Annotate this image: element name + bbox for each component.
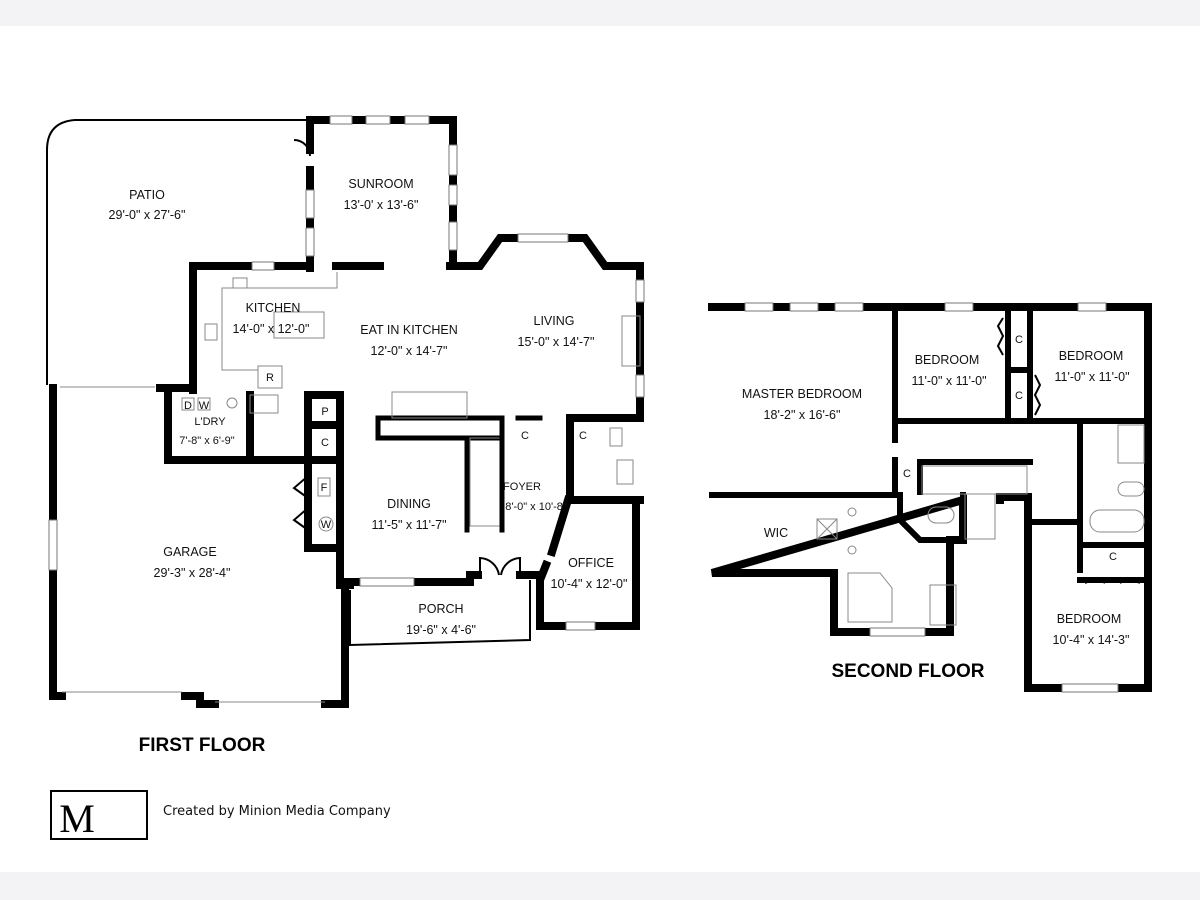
kitchen-island <box>273 311 325 339</box>
toilet-icon <box>1117 481 1145 497</box>
closet-label: C <box>579 430 587 442</box>
room-size-patio: 29'-0" x 27'-6" <box>109 208 186 222</box>
room-name-master-bedroom: MASTER BEDROOM <box>742 387 862 401</box>
room-size-bedroom: 11'-0" x 11'-0" <box>911 374 986 388</box>
room-name-kitchen: KITCHEN <box>246 301 301 315</box>
sunroom-walls <box>306 116 457 270</box>
room-size-eat-in-kitchen: 12'-0" x 14'-7" <box>371 344 448 358</box>
pantry-closet-walls <box>304 391 344 589</box>
room-name-eat-in-kitchen: EAT IN KITCHEN <box>360 323 457 337</box>
room-size-bedroom: 10'-4" x 14'-3" <box>1053 633 1130 647</box>
room-size-laundry: 7'-8" x 6'-9" <box>179 435 235 447</box>
room-size-garage: 29'-3" x 28'-4" <box>154 566 231 580</box>
company-logo <box>50 790 148 840</box>
room-name-patio: PATIO <box>129 188 165 202</box>
room-size-office: 10'-4" x 12'-0" <box>551 577 628 591</box>
washer-label: W <box>199 400 210 412</box>
room-name-bedroom: BEDROOM <box>1057 612 1122 626</box>
room-size-master-bedroom: 18'-2" x 16'-6" <box>764 408 841 422</box>
room-name-porch: PORCH <box>418 602 463 616</box>
toilet-icon <box>927 506 955 524</box>
room-size-living: 15'-0" x 14'-7" <box>518 335 595 349</box>
bifold-door <box>292 475 309 531</box>
floor-plan-drawing: R D W P C F W C C <box>46 115 1152 841</box>
room-name-wic: WIC <box>764 526 788 540</box>
room-name-office: OFFICE <box>568 556 614 570</box>
dryer-label: D <box>184 400 192 412</box>
second-floor-interior-walls <box>709 304 1151 583</box>
room-name-living: LIVING <box>534 314 575 328</box>
porch-outline <box>349 580 531 647</box>
room-size-dining: 11'-5" x 11'-7" <box>371 518 446 532</box>
closet-label: C <box>1015 334 1023 346</box>
front-door <box>479 556 521 576</box>
room-size-porch: 19'-6" x 4'-6" <box>406 623 476 637</box>
refrigerator <box>257 365 283 389</box>
room-name-bedroom: BEDROOM <box>915 353 980 367</box>
first-floor-title: FIRST FLOOR <box>139 735 266 756</box>
footer-credit: M Created by Minion Media Company <box>50 790 391 841</box>
room-name-dining: DINING <box>387 497 431 511</box>
attic-access-icon <box>816 518 838 540</box>
room-name-laundry: L'DRY <box>194 416 226 428</box>
second-floor-plan: C C C C MASTER BEDROOM 18'-2" x 16'-6" B… <box>708 302 1152 693</box>
closet-label: C <box>1015 390 1023 402</box>
laundry-sink-icon <box>226 397 238 409</box>
first-floor-plan: R D W P C F W C C <box>46 115 645 756</box>
closet-label: C <box>521 430 529 442</box>
bathtub-icon <box>1089 509 1145 533</box>
door-swing <box>293 139 311 157</box>
patio-outline <box>46 119 310 385</box>
staircase <box>375 415 505 441</box>
bifold-door <box>996 317 1042 416</box>
water-heater-label: W <box>321 519 332 531</box>
credit-text: Created by Minion Media Company <box>163 804 391 819</box>
closet-label: C <box>321 437 329 449</box>
room-name-bedroom: BEDROOM <box>1059 349 1124 363</box>
logo-letter: M <box>59 796 95 841</box>
bifold-door <box>1084 576 1141 584</box>
vanity-icon <box>1117 424 1145 464</box>
room-name-sunroom: SUNROOM <box>348 177 413 191</box>
room-name-garage: GARAGE <box>163 545 217 559</box>
pantry-label: P <box>321 406 328 418</box>
closet-label: C <box>1109 551 1117 563</box>
sink-icon <box>232 277 248 289</box>
cooktop-icon <box>204 323 218 341</box>
room-size-sunroom: 13'-0' x 13'-6" <box>344 198 419 212</box>
room-name-foyer: FOYER <box>503 481 541 493</box>
furnace-label: F <box>321 482 328 494</box>
upper-stair-run <box>964 493 996 540</box>
garage-walls <box>49 384 354 708</box>
room-size-kitchen: 14'-0" x 12'-0" <box>233 322 310 336</box>
refrigerator-label: R <box>266 372 274 384</box>
stair-run <box>469 437 501 527</box>
corner-tub <box>847 572 893 623</box>
fireplace <box>621 315 641 367</box>
closet-label: C <box>903 468 911 480</box>
second-floor-title: SECOND FLOOR <box>831 661 984 682</box>
shower-icon <box>929 584 957 626</box>
room-size-foyer: 8'-0" x 10'-8" <box>505 501 567 513</box>
floor-plan-sheet: R D W P C F W C C <box>0 26 1200 872</box>
room-size-bedroom: 11'-0" x 11'-0" <box>1054 370 1129 384</box>
upper-stair <box>921 465 1028 495</box>
front-wall <box>336 571 544 586</box>
kitchen-counter <box>221 272 338 371</box>
